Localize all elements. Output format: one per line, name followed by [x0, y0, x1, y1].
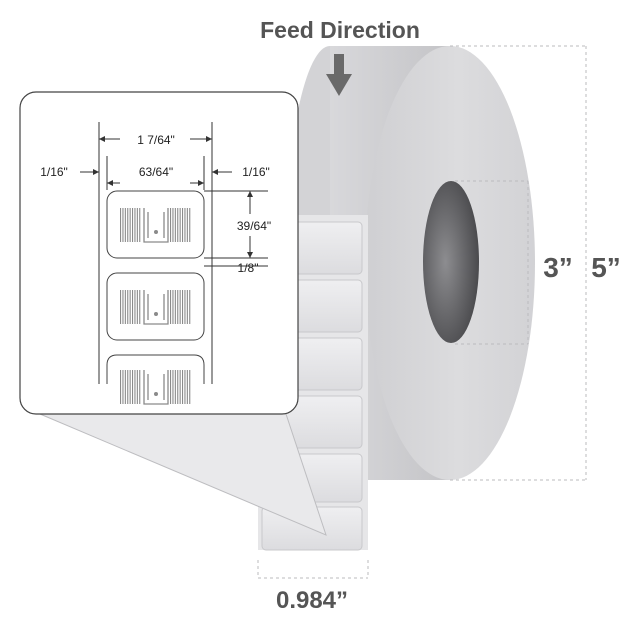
rfid-antenna-icon	[120, 370, 191, 405]
overall-width-label: 1 7/64"	[137, 133, 175, 147]
detail-label-width: 63/64"	[139, 165, 173, 179]
core-diameter-label: 3”	[543, 252, 573, 283]
roll-core	[423, 181, 479, 343]
rfid-antenna-icon	[120, 208, 191, 243]
right-margin-label: 1/16"	[242, 165, 270, 179]
rfid-antenna-icon	[120, 290, 191, 325]
detail-arrowheads	[93, 136, 253, 258]
roll-dimension-lines	[257, 45, 587, 579]
left-margin-label: 1/16"	[40, 165, 68, 179]
outer-diameter-label: 5”	[591, 252, 621, 283]
detail-callout: 1 7/64" 1/16" 63/64" 1/16" 39/64" 1/8"	[19, 91, 299, 415]
arrow-down-icon	[326, 54, 352, 96]
gap-label: 1/8"	[238, 261, 259, 275]
feed-direction-label: Feed Direction	[260, 17, 420, 43]
callout-pointer	[39, 413, 327, 536]
label-width-label: 0.984”	[276, 587, 348, 614]
label-height-label: 39/64"	[237, 219, 271, 233]
